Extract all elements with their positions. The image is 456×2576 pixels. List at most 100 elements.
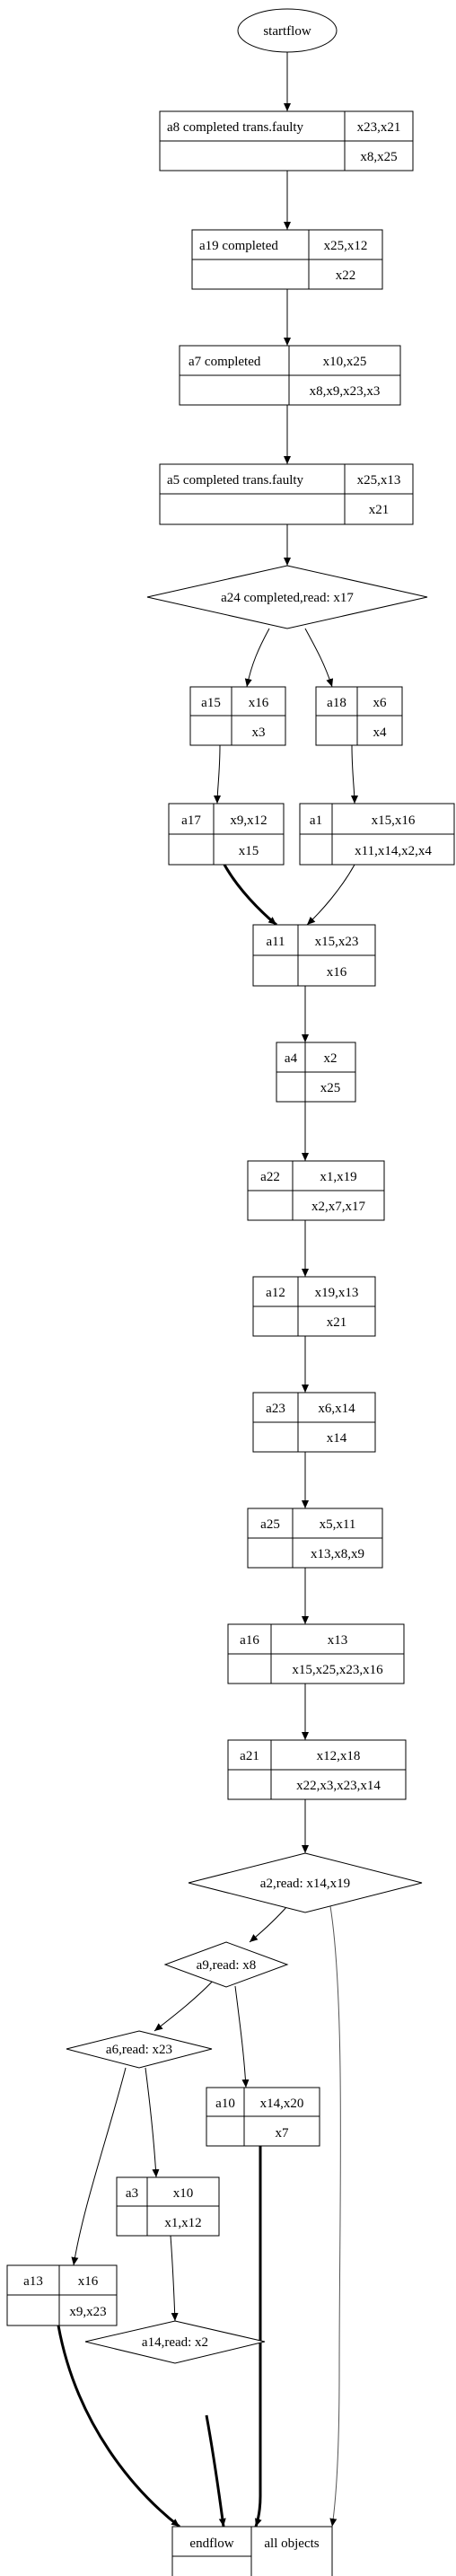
a5-writes: x21 [369, 503, 390, 517]
node-a19: a19 completed x25,x12 x22 [191, 229, 383, 290]
a19-title: a19 completed [199, 239, 278, 253]
a19-writes: x22 [336, 268, 356, 283]
node-a9: a9,read: x8 [163, 1941, 289, 1988]
node-a12: a12 x19,x13 x21 [252, 1276, 376, 1337]
a21-reads: x12,x18 [317, 1749, 361, 1763]
a13-writes: x9,x23 [69, 2305, 106, 2319]
a4-reads: x2 [324, 1051, 338, 1066]
a25-title: a25 [260, 1517, 280, 1532]
end-label: endflow [189, 2536, 233, 2551]
edge-a14-end [205, 2414, 226, 2528]
a15-writes: x3 [252, 725, 266, 740]
end-all-objects: all objects [264, 2536, 319, 2551]
a11-title: a11 [266, 935, 285, 949]
a3-title: a3 [126, 2186, 138, 2201]
node-a13: a13 x16 x9,x23 [6, 2264, 118, 2326]
a17-writes: x15 [239, 844, 259, 858]
node-a22: a22 x1,x19 x2,x7,x17 [247, 1160, 385, 1221]
a3-reads: x10 [173, 2186, 194, 2201]
a21-writes: x22,x3,x23,x14 [296, 1779, 381, 1793]
a15-title: a15 [201, 696, 221, 710]
node-a5: a5 completed trans.faulty x25,x13 x21 [159, 463, 414, 525]
edge-a17-a11 [223, 864, 277, 927]
edge-a2-a9 [249, 1905, 288, 1943]
a22-reads: x1,x19 [320, 1170, 356, 1184]
a11-reads: x15,x23 [315, 935, 359, 949]
edge-a9-a6 [153, 1977, 216, 2032]
a23-writes: x14 [327, 1431, 347, 1446]
a5-title: a5 completed trans.faulty [167, 473, 304, 488]
edge-a3-a14 [170, 2235, 179, 2322]
node-a3: a3 x10 x1,x12 [116, 2176, 220, 2237]
a12-reads: x19,x13 [315, 1286, 359, 1300]
node-a21: a21 x12,x18 x22,x3,x23,x14 [227, 1739, 407, 1800]
a1-writes: x11,x14,x2,x4 [355, 844, 432, 858]
a22-title: a22 [260, 1170, 280, 1184]
node-a15: a15 x16 x3 [189, 686, 286, 746]
a19-reads: x25,x12 [324, 239, 368, 253]
a12-title: a12 [266, 1286, 285, 1300]
start-label: startflow [263, 24, 311, 39]
end-node: endflow all objects [171, 2526, 333, 2576]
edge-a24-a18 [304, 628, 334, 688]
edge-a13-end [57, 2325, 180, 2528]
a23-reads: x6,x14 [318, 1402, 355, 1416]
node-a10: a10 x14,x20 x7 [206, 2087, 320, 2147]
a7-reads: x10,x25 [323, 355, 367, 369]
node-a11: a11 x15,x23 x16 [252, 924, 376, 987]
node-a8: a8 completed trans.faulty x23,x21 x8,x25 [159, 110, 414, 171]
node-a18: a18 x6 x4 [315, 686, 403, 746]
edge-a1-a11 [306, 864, 355, 926]
node-a16: a16 x13 x15,x25,x23,x16 [227, 1623, 405, 1684]
start-node: startflow [237, 8, 338, 53]
node-a6: a6,read: x23 [66, 2030, 213, 2069]
edge-a15-a17 [214, 744, 222, 804]
a14-label: a14,read: x2 [142, 2335, 208, 2350]
a11-writes: x16 [327, 965, 347, 980]
node-a1: a1 x15,x16 x11,x14,x2,x4 [299, 803, 455, 866]
a1-title: a1 [310, 813, 322, 828]
a2-label: a2,read: x14,x19 [260, 1877, 350, 1891]
a25-reads: x5,x11 [320, 1517, 356, 1532]
a16-reads: x13 [328, 1633, 348, 1648]
a8-writes: x8,x25 [360, 150, 397, 164]
a3-writes: x1,x12 [164, 2216, 201, 2230]
a13-reads: x16 [78, 2274, 99, 2289]
a10-title: a10 [215, 2097, 235, 2111]
node-a24: a24 completed,read: x17 [146, 565, 428, 629]
node-a23: a23 x6,x14 x14 [252, 1392, 376, 1453]
node-a7: a7 completed x10,x25 x8,x9,x23,x3 [179, 345, 401, 406]
a9-label: a9,read: x8 [197, 1958, 257, 1973]
a12-writes: x21 [327, 1315, 347, 1330]
edge-a9-a10 [234, 1985, 250, 2088]
edge-a2-end [329, 1905, 341, 2528]
edge-a6-a3 [145, 2067, 160, 2178]
a22-writes: x2,x7,x17 [311, 1200, 366, 1214]
a10-writes: x7 [276, 2126, 290, 2141]
a8-reads: x23,x21 [357, 120, 401, 135]
node-a14: a14,read: x2 [84, 2320, 266, 2364]
a25-writes: x13,x8,x9 [311, 1547, 364, 1561]
a17-reads: x9,x12 [230, 813, 267, 828]
a18-title: a18 [327, 696, 346, 710]
a10-reads: x14,x20 [260, 2097, 304, 2111]
a6-label: a6,read: x23 [106, 2043, 172, 2057]
a15-reads: x16 [249, 696, 269, 710]
a24-label: a24 completed,read: x17 [221, 591, 354, 605]
a7-writes: x8,x9,x23,x3 [310, 384, 381, 399]
a7-title: a7 completed [189, 355, 261, 369]
a18-writes: x4 [373, 725, 388, 740]
a18-reads: x6 [373, 696, 388, 710]
node-a17: a17 x9,x12 x15 [168, 803, 285, 866]
node-a4: a4 x2 x25 [276, 1042, 356, 1103]
a5-reads: x25,x13 [357, 473, 401, 488]
edge-a10-end [254, 2146, 262, 2528]
edge-a24-a15 [244, 628, 270, 688]
node-a2: a2,read: x14,x19 [188, 1852, 423, 1913]
a23-title: a23 [266, 1402, 285, 1416]
a1-reads: x15,x16 [372, 813, 416, 828]
a16-writes: x15,x25,x23,x16 [292, 1663, 383, 1677]
a8-title: a8 completed trans.faulty [167, 120, 304, 135]
a16-title: a16 [240, 1633, 259, 1648]
